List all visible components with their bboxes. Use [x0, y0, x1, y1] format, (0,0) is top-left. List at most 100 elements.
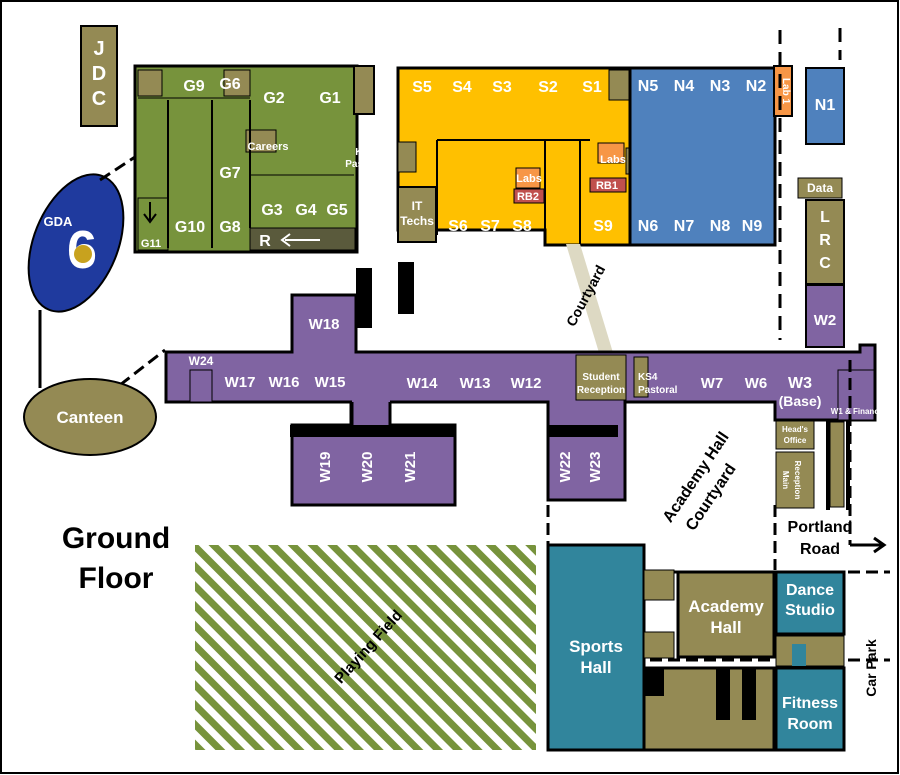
blue-block [628, 65, 845, 247]
room-dance-studio[interactable]: Dance Studio [774, 570, 846, 636]
lrc-r: R [819, 232, 831, 249]
ks3-line1: KS3 [355, 147, 375, 158]
w1-finance-label: W1 & Finance [831, 407, 884, 416]
room-label-s1[interactable]: S1 [582, 79, 602, 96]
room-label-w12[interactable]: W12 [511, 375, 542, 392]
room-label-s3[interactable]: S3 [492, 79, 512, 96]
room-label-s9[interactable]: S9 [593, 218, 613, 235]
room-lrc[interactable]: L R C [805, 199, 845, 285]
room-label-g3[interactable]: G3 [261, 202, 282, 219]
green-block [133, 64, 375, 254]
room-label-rb2[interactable]: RB2 [517, 191, 539, 203]
room-label-n9[interactable]: N9 [742, 218, 763, 235]
car-park-label: Car Park [863, 639, 879, 697]
room-label-w22[interactable]: W22 [557, 452, 574, 483]
room-label-g4[interactable]: G4 [295, 202, 316, 219]
room-label-w16[interactable]: W16 [269, 374, 300, 391]
room-canteen[interactable]: Canteen [23, 378, 157, 456]
room-label-s2[interactable]: S2 [538, 79, 558, 96]
room-label-n2[interactable]: N2 [746, 78, 767, 95]
jdc-letter-j: J [93, 38, 104, 60]
doorway [792, 644, 806, 666]
room-label-n4[interactable]: N4 [674, 78, 695, 95]
labs-label-left[interactable]: Labs [516, 173, 542, 185]
room-label-g6[interactable]: G6 [219, 76, 240, 93]
room-label-w13[interactable]: W13 [460, 375, 491, 392]
academy-hall-line2: Hall [710, 618, 741, 637]
room-label-s6[interactable]: S6 [448, 218, 468, 235]
canteen-label: Canteen [56, 408, 123, 427]
room-label-w7[interactable]: W7 [701, 375, 724, 392]
data-room-label[interactable]: Data [807, 181, 833, 195]
room-label-n5[interactable]: N5 [638, 78, 659, 95]
room-label-s5[interactable]: S5 [412, 79, 432, 96]
room-jdc[interactable]: J D C [80, 25, 118, 127]
room-label-r[interactable]: R [259, 233, 271, 250]
room-label-s8[interactable]: S8 [512, 218, 532, 235]
room-label-s7[interactable]: S7 [480, 218, 500, 235]
playing-field[interactable]: Playing Field [195, 545, 536, 750]
lab1-label[interactable]: Lab 1 [780, 78, 791, 105]
room-label-w19[interactable]: W19 [317, 452, 334, 483]
room-label-w6[interactable]: W6 [745, 375, 768, 392]
arrow-right-icon [850, 536, 887, 554]
room-label-g9[interactable]: G9 [183, 78, 204, 95]
room-fitness-room[interactable]: Fitness Room [774, 666, 846, 752]
room-label-w23[interactable]: W23 [587, 452, 604, 483]
room-label-s4[interactable]: S4 [452, 79, 472, 96]
room-label-n3[interactable]: N3 [710, 78, 731, 95]
room-label-rb1[interactable]: RB1 [596, 180, 618, 192]
dance-studio-line1: Dance [786, 582, 834, 599]
room-label-w2[interactable]: W2 [814, 312, 837, 329]
room-main-reception[interactable]: Main Reception [775, 451, 815, 509]
ks3-line2: Pastoral [345, 159, 385, 170]
room-label-g8[interactable]: G8 [219, 219, 240, 236]
west-wing [164, 284, 877, 507]
wall [716, 668, 730, 720]
room-label-g1[interactable]: G1 [319, 90, 340, 107]
room-label-n7[interactable]: N7 [674, 218, 695, 235]
jdc-letter-d: D [92, 63, 106, 85]
w3-line1: W3 [788, 375, 812, 392]
room-academy-hall[interactable]: Academy Hall [676, 570, 776, 659]
portland-road-line2: Road [800, 541, 840, 558]
sports-hall-line2: Hall [580, 658, 611, 677]
ks4-line1: KS4 [638, 372, 658, 383]
room-label-g11[interactable]: G11 [141, 238, 161, 250]
room-sports-hall[interactable]: Sports Hall [546, 543, 646, 752]
labs-label-right[interactable]: Labs [600, 154, 626, 166]
room-label-n8[interactable]: N8 [710, 218, 731, 235]
room-label-careers[interactable]: Careers [248, 141, 289, 153]
room-label-g5[interactable]: G5 [326, 202, 347, 219]
lrc-l: L [820, 209, 830, 226]
wall [826, 420, 830, 510]
room-label-w20[interactable]: W20 [359, 452, 376, 483]
dance-studio-line2: Studio [785, 602, 835, 619]
room-label-g2[interactable]: G2 [263, 90, 284, 107]
it-techs-line2[interactable]: Techs [400, 214, 434, 228]
heads-office-line1: Head's [782, 425, 808, 434]
room-heads-office[interactable]: Head's Office [775, 420, 815, 450]
room-label-w21[interactable]: W21 [402, 452, 419, 483]
portland-road-line1: Portland [788, 519, 853, 536]
room-label-w15[interactable]: W15 [315, 374, 346, 391]
room-label-g7[interactable]: G7 [219, 165, 240, 182]
room-gda6[interactable]: GDA 6 [10, 161, 142, 326]
wall [644, 668, 664, 696]
courtyard-path [566, 244, 614, 356]
main-reception-line1: Main [781, 471, 790, 489]
room-label-w24[interactable]: W24 [189, 354, 214, 368]
heads-office-line2: Office [784, 436, 807, 445]
room-label-w18[interactable]: W18 [309, 316, 340, 333]
room-label-w17[interactable]: W17 [225, 374, 256, 391]
floor-title-line2: Floor [79, 562, 154, 595]
w3-line2: (Base) [779, 393, 822, 409]
doorway [398, 262, 414, 314]
student-reception-line1: Student [582, 372, 620, 383]
room-label-g10[interactable]: G10 [175, 219, 205, 236]
room-label-n6[interactable]: N6 [638, 218, 659, 235]
room-label-n1[interactable]: N1 [815, 97, 836, 114]
room-label-w14[interactable]: W14 [407, 375, 439, 392]
it-techs-line1[interactable]: IT [412, 199, 423, 213]
